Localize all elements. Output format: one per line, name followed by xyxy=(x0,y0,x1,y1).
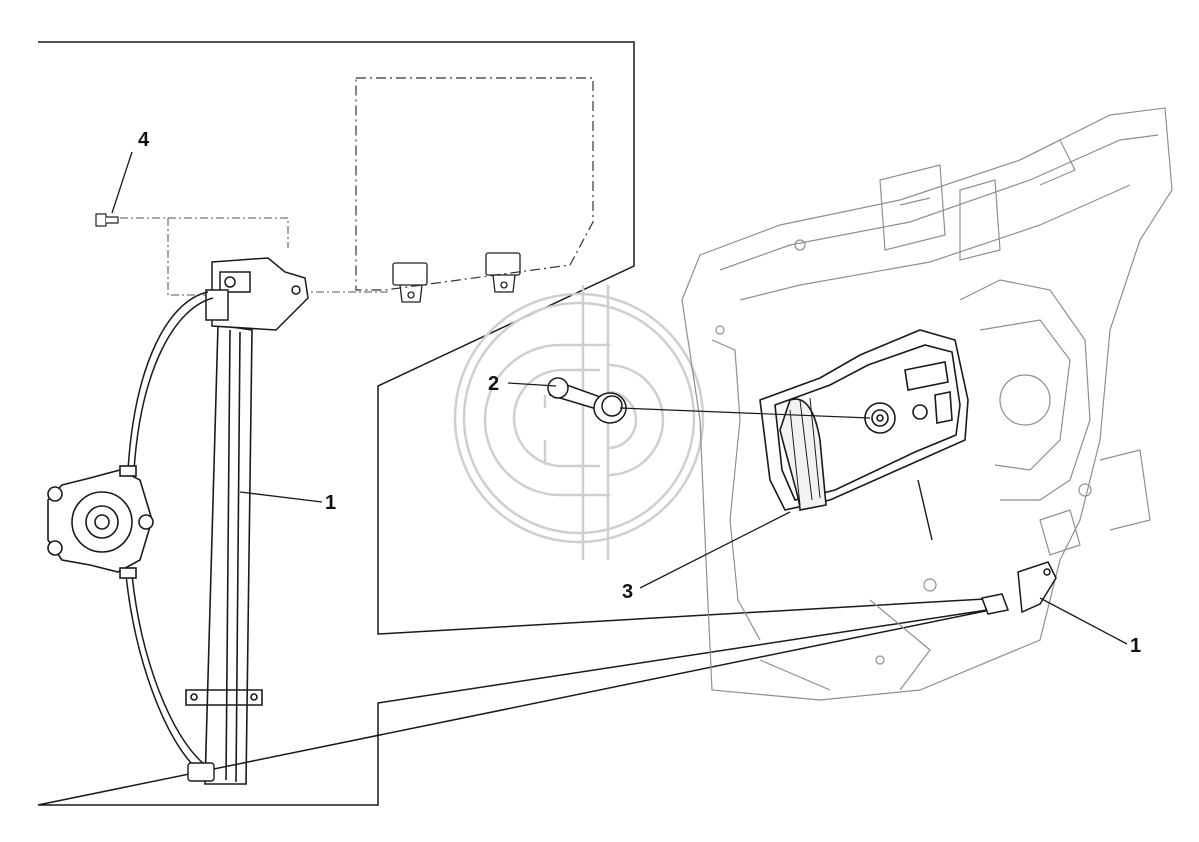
detail-frame xyxy=(37,41,1003,806)
door-glass-outline xyxy=(355,77,594,291)
door-inner-panel xyxy=(681,107,1173,701)
bolt-icon xyxy=(95,213,119,227)
regulator-upper-bracket xyxy=(205,257,309,331)
regulator-motor xyxy=(47,465,154,579)
window-crank-handle xyxy=(547,377,627,424)
cable-end-fitting xyxy=(187,762,215,782)
callout-1-left: 1 xyxy=(325,492,337,514)
callout-2: 2 xyxy=(488,373,500,395)
handle-link-rod xyxy=(917,479,933,541)
callout-1-right: 1 xyxy=(1130,635,1142,657)
assembly-axis-line xyxy=(619,407,871,419)
glass-mount-tabs xyxy=(392,252,521,303)
door-access-cavity xyxy=(759,329,969,511)
bolt-guide-lines xyxy=(120,217,390,296)
callout-3: 3 xyxy=(622,581,634,603)
callout-4: 4 xyxy=(138,129,150,151)
callout-leader-lines xyxy=(111,151,1128,645)
regulator-lower-mount-bracket xyxy=(980,561,1057,615)
regulator-cables xyxy=(125,291,214,771)
